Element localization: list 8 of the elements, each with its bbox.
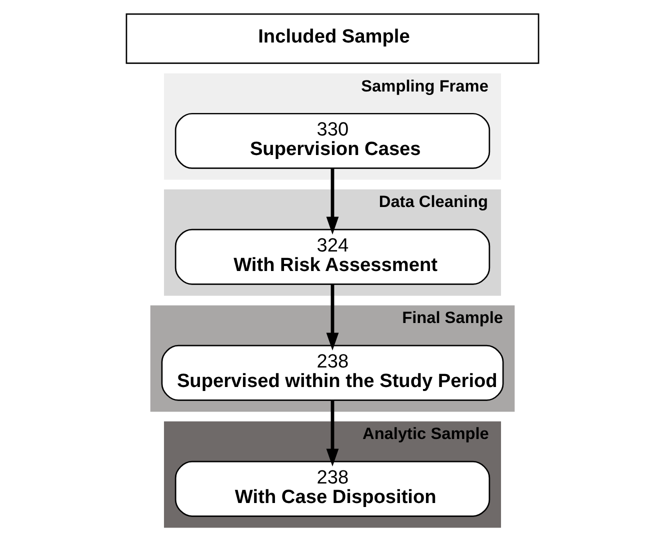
arrow [326, 168, 339, 235]
arrow [326, 400, 339, 467]
arrow [326, 284, 339, 351]
node-box: 238 With Case Disposition [174, 460, 490, 517]
node-box: 330 Supervision Cases [174, 112, 490, 169]
node-box: 238 Supervised within the Study Period [161, 344, 504, 401]
node-box: 324 With Risk Assessment [174, 228, 490, 285]
node-box: Included Sample [126, 13, 540, 64]
